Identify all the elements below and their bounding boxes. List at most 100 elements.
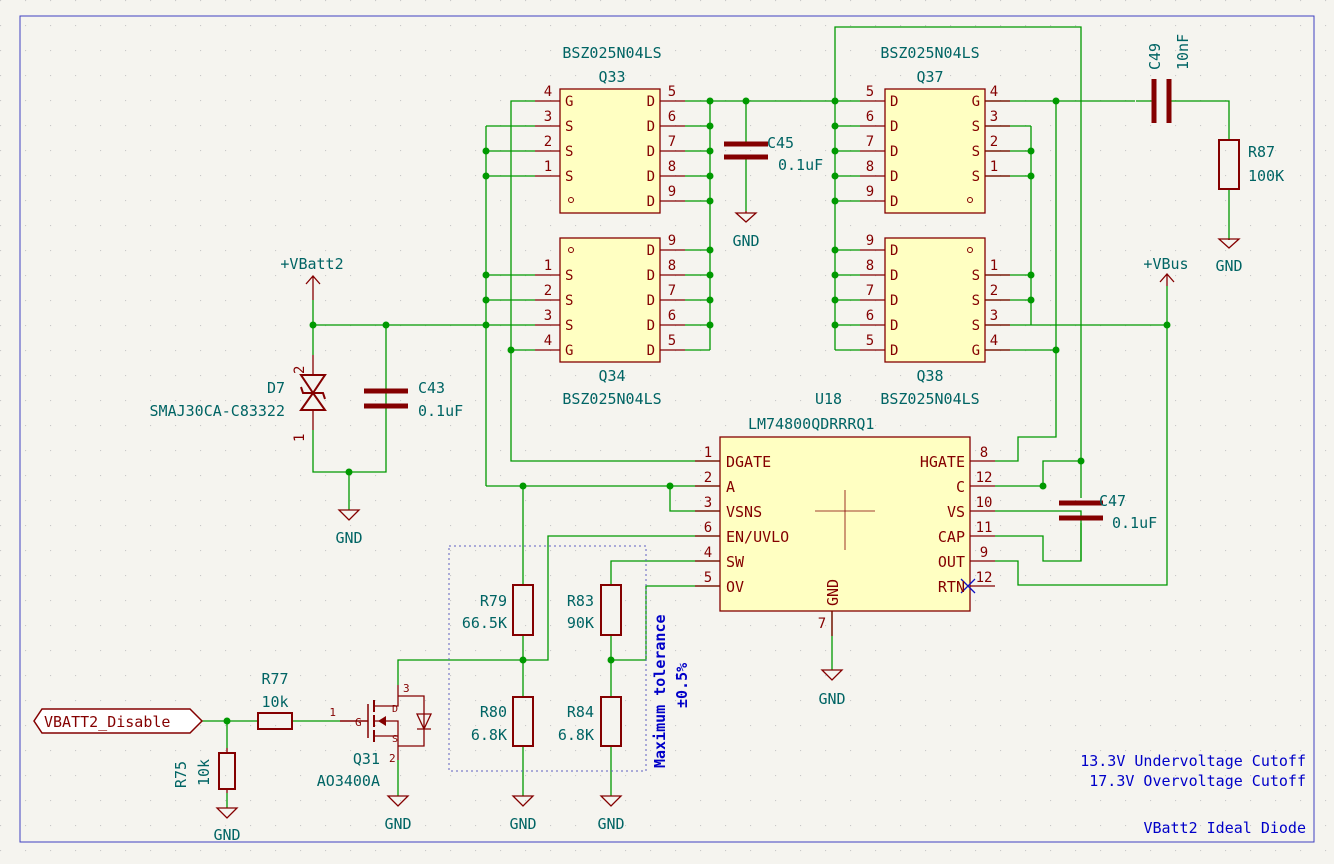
q37-value: BSZ025N04LS (880, 44, 979, 62)
c45-value: 0.1uF (778, 156, 823, 174)
q34-pin-name: D (647, 268, 655, 284)
u18-pin-num: 1 (704, 445, 712, 461)
q34-pin-num: 2 (544, 283, 552, 299)
resistor-r80[interactable]: R80 6.8K (471, 696, 534, 747)
q34-pin-name: S (565, 318, 573, 334)
c43-ref: C43 (418, 379, 445, 397)
transistor-q31[interactable]: 1 3 2 G D S Q31 AO3400A (317, 682, 433, 790)
resistor-r87[interactable]: R87 100K (1218, 139, 1284, 190)
q33-pin-name: D (647, 144, 655, 160)
u18-pin-name: VS (947, 503, 965, 521)
overvoltage-note: 17.3V Overvoltage Cutoff (1089, 772, 1306, 790)
q38-pin-name: D (890, 318, 898, 334)
q34-ref: Q34 (598, 367, 625, 385)
q31-pin-label: D (392, 704, 398, 715)
c47-ref: C47 (1099, 492, 1126, 510)
u18-pin-num: 4 (704, 545, 712, 561)
capacitor-c43[interactable]: C43 0.1uF (364, 379, 463, 420)
gnd-icon (734, 211, 758, 223)
q34-value: BSZ025N04LS (562, 390, 661, 408)
c49-value: 10nF (1174, 34, 1192, 70)
c43-value: 0.1uF (418, 402, 463, 420)
q38-pin-name: S (972, 268, 980, 284)
q37-pin-num: 7 (866, 134, 874, 150)
u18-pin-name: CAP (938, 528, 965, 546)
resistor-r79[interactable]: R79 66.5K (462, 584, 534, 636)
q33-pin-num: 4 (544, 84, 552, 100)
gnd-symbols (215, 211, 1241, 819)
gnd-label: GND (597, 815, 624, 833)
q37-pin-name: G (972, 94, 980, 110)
q37-pin-name: S (972, 169, 980, 185)
resistor-r75[interactable]: R75 10k (172, 748, 236, 793)
q38-pin-num: 8 (866, 258, 874, 274)
resistor-r83[interactable]: R83 90K (567, 584, 622, 636)
q33-pin-name: D (647, 169, 655, 185)
tvs-diode-d7[interactable]: 2 1 D7 SMAJ30CA-C83322 (150, 355, 327, 442)
q33-pin-num: 3 (544, 109, 552, 125)
mosfet-q33[interactable]: BSZ025N04LS Q33 4 3 2 1 5 6 7 8 9 G S S … (535, 44, 685, 214)
q37-pin-num: 6 (866, 109, 874, 125)
mosfet-q38[interactable]: Q38 BSZ025N04LS 9 8 7 6 5 1 2 3 4 D D D … (860, 233, 1010, 408)
q38-pin-name: G (972, 343, 980, 359)
u18-pin-num: 11 (976, 520, 993, 536)
r77-value: 10k (261, 693, 288, 711)
capacitor-c49[interactable]: C49 10nF (1136, 34, 1192, 123)
q33-pin-name: D (647, 94, 655, 110)
capacitor-c45[interactable]: C45 0.1uF (724, 134, 823, 174)
u18-pin-name: C (956, 478, 965, 496)
d7-ref: D7 (267, 379, 285, 397)
q38-pin-num: 3 (990, 308, 998, 324)
tolerance-box (448, 545, 647, 772)
q34-pin-name: S (565, 293, 573, 309)
sheet-border (19, 15, 1315, 843)
resistor-r84[interactable]: R84 6.8K (558, 696, 622, 747)
q33-pin-name: S (565, 119, 573, 135)
vbus-label: +VBus (1143, 255, 1188, 273)
q37-pin-num: 4 (990, 84, 998, 100)
net-label-text: VBATT2_Disable (44, 713, 170, 731)
q34-pin-name: D (647, 293, 655, 309)
q38-pin-name: D (890, 293, 898, 309)
q38-pin-num: 2 (990, 283, 998, 299)
u18-pin-name: OV (726, 578, 744, 596)
q38-pin-name: S (972, 318, 980, 334)
gnd-icon (820, 669, 844, 681)
u18-pin-num: 8 (980, 445, 988, 461)
q33-value: BSZ025N04LS (562, 44, 661, 62)
u18-pin-num: 7 (818, 616, 826, 632)
gnd-icon (386, 795, 410, 807)
controller-u18[interactable]: U18 LM74800QDRRRQ1 DGATE A VSNS EN/UVLO … (695, 390, 995, 636)
u18-pin-name: DGATE (726, 453, 771, 471)
q31-pin-label: S (392, 734, 398, 745)
q37-pin-num: 5 (866, 84, 874, 100)
resistor-r77[interactable]: R77 10k (257, 670, 293, 730)
net-label-vbatt2-disable[interactable]: VBATT2_Disable (33, 708, 204, 734)
q34-pin-num: 7 (668, 283, 676, 299)
q37-pin-name: S (972, 144, 980, 160)
wires (200, 26, 1230, 808)
u18-pin-num: 12 (976, 470, 993, 486)
q34-pin-name: D (647, 243, 655, 259)
u18-pin-num: 12 (976, 570, 993, 586)
gnd-icon (337, 509, 361, 521)
gnd-label: GND (213, 826, 240, 844)
mosfet-q34[interactable]: Q34 BSZ025N04LS 1 2 3 4 9 8 7 6 5 S S S … (535, 233, 685, 408)
c45-ref: C45 (767, 134, 794, 152)
q37-pin-num: 3 (990, 109, 998, 125)
capacitor-c47[interactable]: C47 0.1uF (1059, 492, 1157, 532)
r87-value: 100K (1248, 167, 1284, 185)
r84-ref: R84 (567, 703, 594, 721)
u18-pin-name: HGATE (920, 453, 965, 471)
junction-dots (223, 97, 1171, 725)
q34-pin-num: 6 (668, 308, 676, 324)
d7-pin-num: 1 (292, 434, 308, 442)
gnd-label: GND (509, 815, 536, 833)
r75-value: 10k (195, 759, 213, 786)
gnd-icon (599, 795, 623, 807)
r80-ref: R80 (480, 703, 507, 721)
gnd-label: GND (384, 815, 411, 833)
mosfet-q37[interactable]: BSZ025N04LS Q37 5 6 7 8 9 4 3 2 1 D D D … (860, 44, 1010, 214)
q34-pin-num: 1 (544, 258, 552, 274)
q31-value: AO3400A (317, 772, 380, 790)
